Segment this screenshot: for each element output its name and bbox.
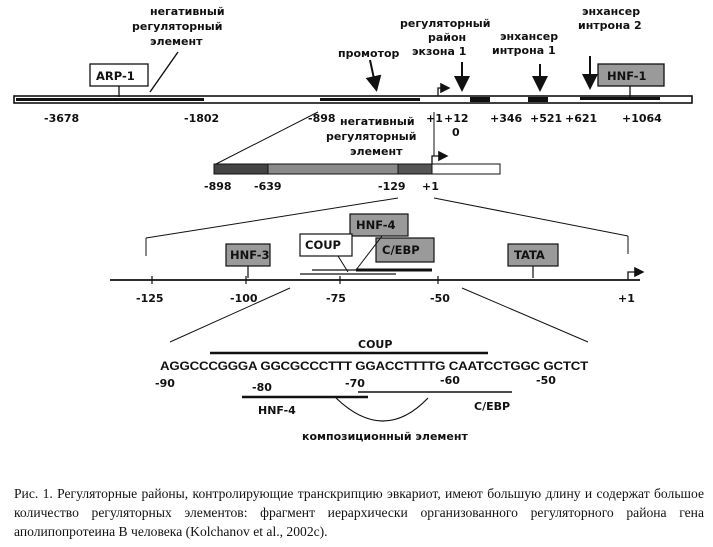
axis-ticks: -125 -100 -75 -50 +1 <box>136 276 635 305</box>
top-neg-reg-label: негативный регуляторный элемент <box>132 5 228 48</box>
tss-arrow-top <box>437 82 451 96</box>
svg-text:+621: +621 <box>565 112 597 125</box>
tick-plus-120: +12 0 <box>444 112 472 139</box>
svg-text:-50: -50 <box>430 292 450 305</box>
tss-arrow-axis <box>627 266 645 280</box>
svg-text:-70: -70 <box>345 377 365 390</box>
middle-ticks: -898 -639 -129 +1 <box>204 180 439 193</box>
enhancer-intron1-label: энхансер интрона 1 <box>492 30 562 57</box>
hnf4-box <box>349 213 409 237</box>
middle-neg-reg-label: негативный регуляторный элемент <box>326 115 420 158</box>
svg-text:+346: +346 <box>490 112 523 125</box>
coup-box <box>299 233 353 257</box>
svg-text:-3678: -3678 <box>44 112 79 125</box>
enhancer-intron2-label: энхансер интрона 2 <box>578 5 644 32</box>
promoter-label: промотор <box>338 47 400 60</box>
svg-text:-80: -80 <box>252 381 272 394</box>
sequence-ticks: -90 -80 -70 -60 -50 <box>155 374 556 394</box>
svg-text:-1802: -1802 <box>184 112 219 125</box>
hnf1-box <box>597 63 665 87</box>
coup-label: COUP <box>305 238 341 252</box>
cebp-label: C/EBP <box>382 243 420 257</box>
middle-gene-line <box>213 163 501 175</box>
svg-text:-75: -75 <box>326 292 346 305</box>
svg-text:+1064: +1064 <box>622 112 662 125</box>
hnf3-label: HNF-3 <box>230 248 270 262</box>
svg-text:-90: -90 <box>155 377 175 390</box>
svg-text:-129: -129 <box>378 180 406 193</box>
svg-text:+521: +521 <box>530 112 562 125</box>
figure-caption: Рис. 1. Регуляторные районы, контролирую… <box>14 486 704 539</box>
svg-text:+1: +1 <box>618 292 635 305</box>
hnf4-label: HNF-4 <box>356 218 396 232</box>
svg-text:-639: -639 <box>254 180 282 193</box>
svg-text:-125: -125 <box>136 292 164 305</box>
promoter-arrow <box>365 59 382 92</box>
top-ticks: -3678 -1802 -898 +1 +12 0 +346 +521 +621… <box>44 112 662 139</box>
reg-region-exon-label: регуляторный район экзона 1 <box>400 17 494 58</box>
svg-text:-898: -898 <box>204 180 232 193</box>
composite-arc <box>335 397 429 422</box>
seq-hnf4-label: HNF-4 <box>258 404 296 417</box>
composite-element-label: композиционный элемент <box>302 430 468 443</box>
svg-text:-100: -100 <box>230 292 258 305</box>
hnf1-label: HNF-1 <box>607 69 647 83</box>
arp1-label: ARP-1 <box>96 69 135 83</box>
svg-text:-898: -898 <box>308 112 336 125</box>
dna-sequence: AGGCCCGGGA GGCGCCCTTT GGACCTTTTG CAATCCT… <box>160 359 589 373</box>
seq-coup-label: COUP <box>358 338 392 351</box>
svg-text:+1: +1 <box>422 180 439 193</box>
seq-cebp-label: C/EBP <box>474 400 510 413</box>
cebp-box <box>375 237 435 263</box>
top-gene-line <box>13 95 693 104</box>
tata-label: TATA <box>514 248 545 262</box>
svg-text:-60: -60 <box>440 374 460 387</box>
neg-reg-arrow <box>149 51 179 93</box>
svg-text:-50: -50 <box>536 374 556 387</box>
tss-arrow-middle <box>431 150 449 164</box>
